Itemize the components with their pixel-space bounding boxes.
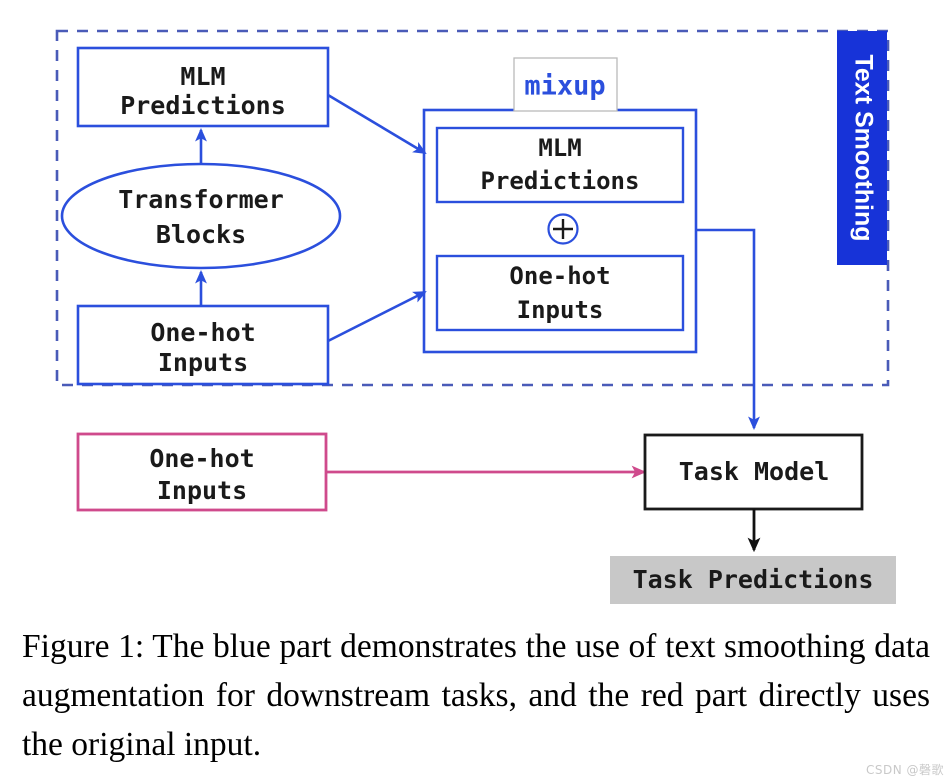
node-mlm-predictions-mixup: MLM Predictions bbox=[435, 126, 685, 204]
node-one-hot-inputs-left-line1: One-hot bbox=[150, 318, 255, 347]
node-mlm-predictions-left-line2: Predictions bbox=[120, 91, 286, 120]
node-transformer-blocks-line2: Blocks bbox=[156, 220, 246, 249]
connector-mixup-to-task-model bbox=[696, 228, 760, 431]
node-one-hot-inputs-left: One-hot Inputs bbox=[76, 304, 330, 386]
node-one-hot-inputs-red-box bbox=[76, 432, 328, 512]
text-smoothing-banner-label: Text Smoothing bbox=[849, 54, 877, 241]
node-one-hot-inputs-mixup-line1: One-hot bbox=[509, 262, 610, 290]
node-mlm-predictions-left-line1: MLM bbox=[180, 62, 225, 91]
figure-caption: Figure 1: The blue part demonstrates the… bbox=[22, 622, 930, 769]
node-task-model-label: Task Model bbox=[679, 457, 830, 486]
node-transformer-blocks: Transformer Blocks bbox=[60, 162, 342, 270]
text-smoothing-banner: Text Smoothing bbox=[837, 31, 887, 265]
node-one-hot-inputs-red-line2: Inputs bbox=[157, 476, 247, 505]
arrow-mlm-left-to-mixup bbox=[327, 93, 427, 155]
csdn-watermark: CSDN @磬歌 bbox=[865, 763, 944, 777]
node-one-hot-inputs-mixup-box bbox=[435, 254, 685, 332]
text-smoothing-dashed-boundary bbox=[55, 29, 890, 387]
arrow-inputs-left-to-mixup bbox=[327, 290, 427, 343]
text-smoothing-banner-fill bbox=[837, 31, 887, 265]
node-one-hot-inputs-left-box bbox=[76, 304, 330, 386]
node-mlm-predictions-mixup-line2: Predictions bbox=[481, 167, 640, 195]
node-one-hot-inputs-red-line1: One-hot bbox=[149, 444, 254, 473]
node-one-hot-inputs-mixup-line2: Inputs bbox=[517, 296, 604, 324]
node-task-predictions: Task Predictions bbox=[610, 556, 896, 604]
node-transformer-blocks-ellipse bbox=[60, 162, 342, 270]
node-mlm-predictions-mixup-line1: MLM bbox=[538, 134, 581, 162]
node-task-model-box bbox=[643, 433, 864, 511]
mixup-tag: mixup bbox=[513, 57, 618, 112]
node-task-predictions-label: Task Predictions bbox=[633, 565, 874, 594]
plus-circle-icon bbox=[547, 213, 579, 245]
node-one-hot-inputs-left-line2: Inputs bbox=[158, 348, 248, 377]
node-mlm-predictions-left: MLM Predictions bbox=[76, 46, 330, 128]
diagram-canvas: Text Smoothing MLM Predictions Transform… bbox=[55, 29, 896, 604]
node-mlm-predictions-mixup-box bbox=[435, 126, 685, 204]
node-one-hot-inputs-mixup: One-hot Inputs bbox=[435, 254, 685, 332]
node-transformer-blocks-line1: Transformer bbox=[118, 185, 284, 214]
figure-caption-text: Figure 1: The blue part demonstrates the… bbox=[22, 628, 930, 763]
node-task-predictions-box bbox=[610, 556, 896, 604]
mixup-tag-box bbox=[513, 57, 618, 112]
node-task-model: Task Model bbox=[643, 433, 864, 511]
node-mlm-predictions-left-box bbox=[76, 46, 330, 128]
node-one-hot-inputs-red: One-hot Inputs bbox=[76, 432, 328, 512]
mixup-tag-label: mixup bbox=[524, 71, 605, 102]
